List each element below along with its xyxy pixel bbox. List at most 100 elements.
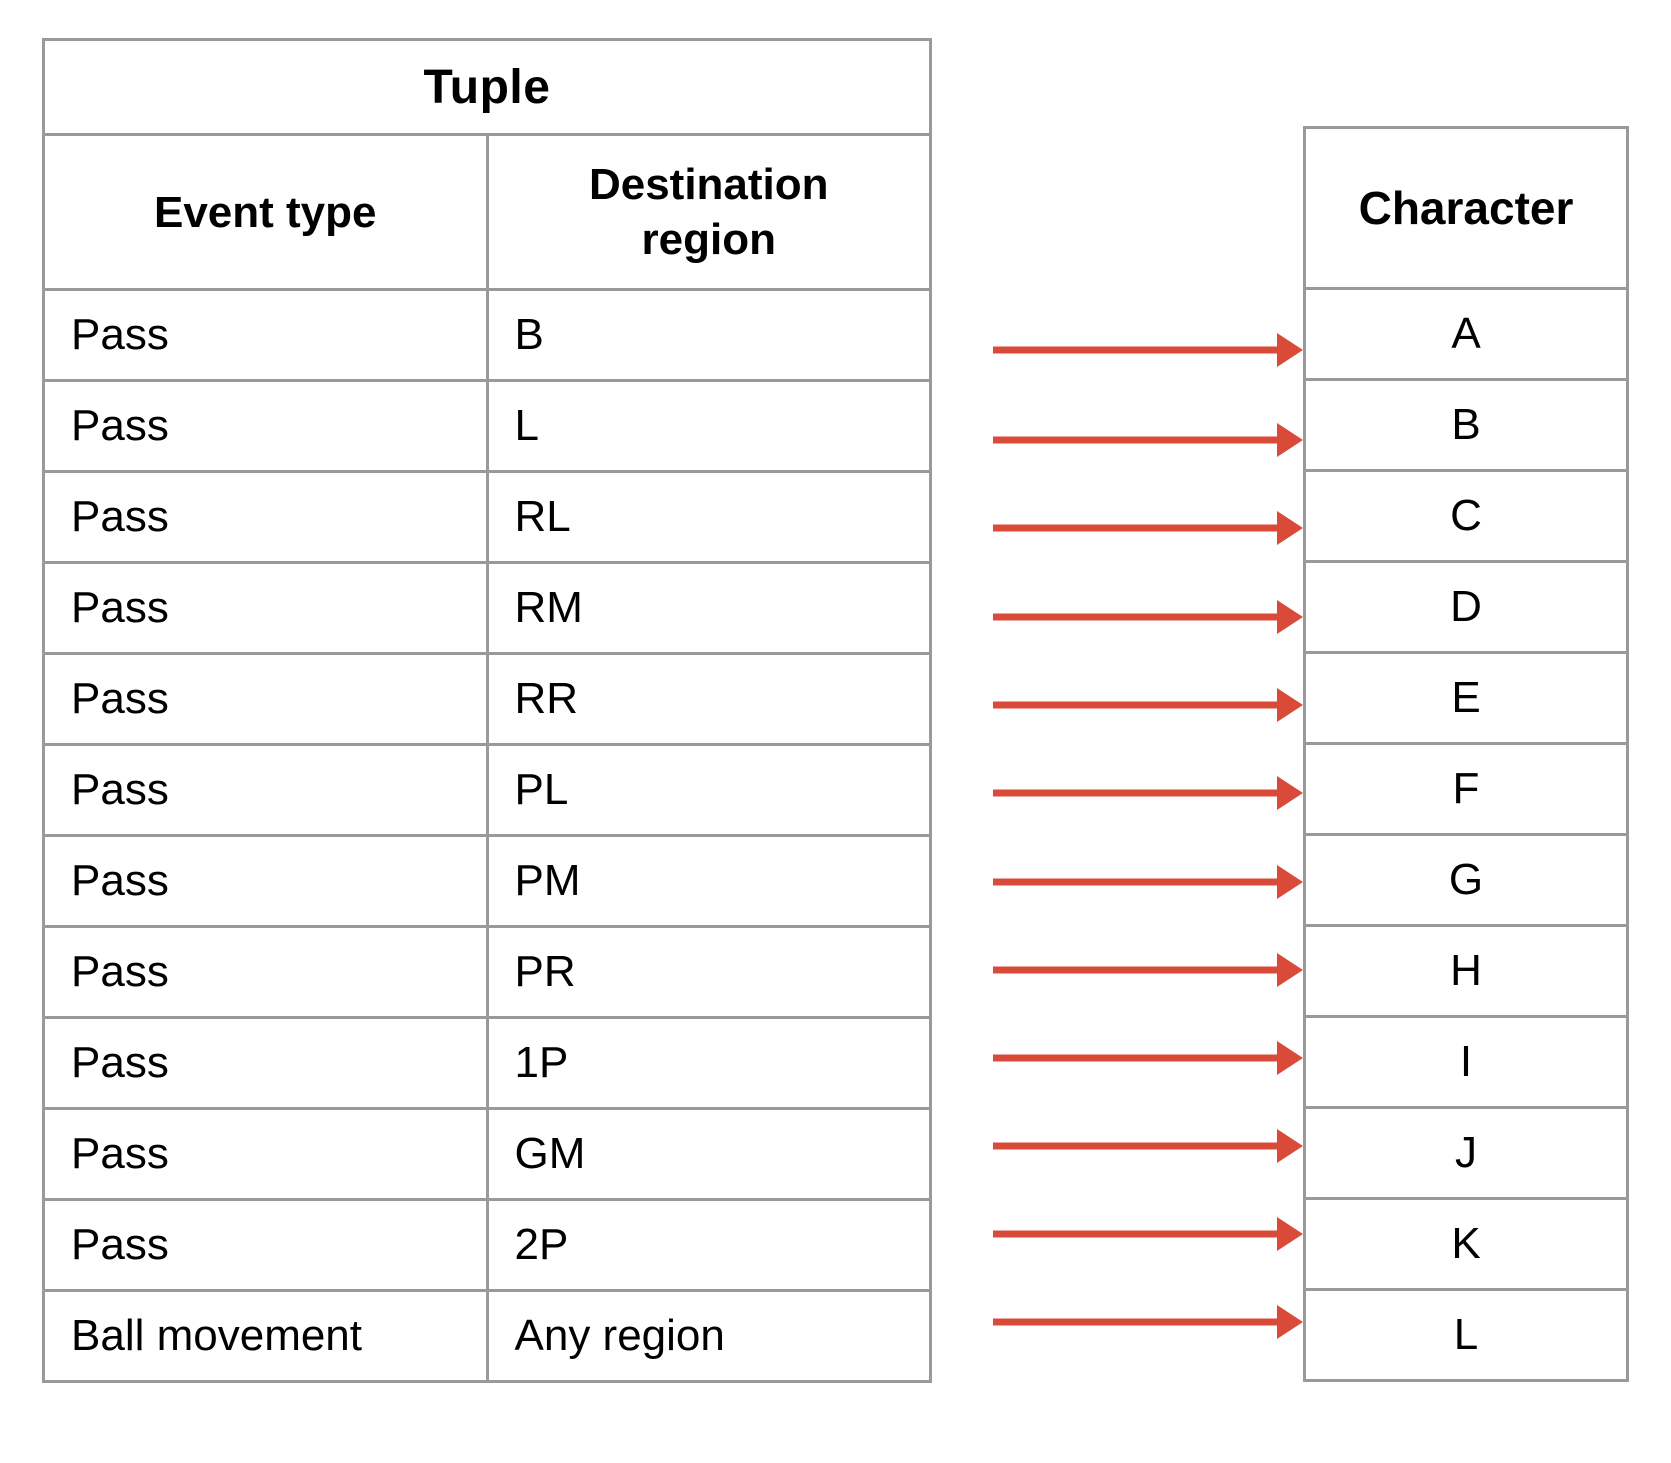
mapping-arrow [993,1217,1303,1251]
mapping-arrow [993,953,1303,987]
arrow-head [1277,333,1303,367]
cell-character: G [1303,833,1629,927]
cell-character: J [1303,1106,1629,1200]
cell-event-type: Pass [42,652,489,746]
cell-destination-region: 1P [485,1016,932,1110]
arrow-head [1277,423,1303,457]
table-row: C [1303,469,1629,563]
tuple-group-header: Tuple [42,38,932,136]
column-header-destination-region: Destination region [485,133,932,291]
mapping-arrow [993,511,1303,545]
tuple-column-header-row: Event type Destination region [42,133,932,291]
mapping-arrow [993,688,1303,722]
cell-destination-region: Any region [485,1289,932,1383]
cell-event-type: Pass [42,743,489,837]
arrow-head [1277,1041,1303,1075]
table-row: E [1303,651,1629,745]
arrow-head [1277,1217,1303,1251]
arrow-head [1277,865,1303,899]
arrow-head [1277,776,1303,810]
cell-destination-region: B [485,288,932,382]
cell-destination-region: RL [485,470,932,564]
arrow-head [1277,953,1303,987]
cell-character: B [1303,378,1629,472]
arrow-head [1277,1129,1303,1163]
destination-region-line-1: Destination [588,160,829,209]
mapping-arrow [993,776,1303,810]
table-row: J [1303,1106,1629,1200]
column-header-event-type: Event type [42,133,489,291]
cell-destination-region: L [485,379,932,473]
tuple-group-header-row: Tuple [42,38,932,136]
table-row: I [1303,1015,1629,1109]
arrow-shaft [993,789,1277,797]
cell-character: I [1303,1015,1629,1109]
mapping-arrow [993,865,1303,899]
arrow-shaft [993,1054,1277,1062]
cell-character: C [1303,469,1629,563]
arrow-shaft [993,966,1277,974]
character-header-row: Character [1303,126,1629,290]
mapping-arrow [993,423,1303,457]
cell-character: L [1303,1288,1629,1382]
cell-event-type: Pass [42,379,489,473]
arrow-head [1277,600,1303,634]
arrow-shaft [993,436,1277,444]
arrow-shaft [993,613,1277,621]
cell-character: H [1303,924,1629,1018]
cell-event-type: Pass [42,834,489,928]
arrow-shaft [993,346,1277,354]
table-row: D [1303,560,1629,654]
cell-event-type: Pass [42,1107,489,1201]
character-table-head: Character [1303,126,1629,290]
table-row: F [1303,742,1629,836]
cell-destination-region: 2P [485,1198,932,1292]
cell-destination-region: PM [485,834,932,928]
table-row: G [1303,833,1629,927]
tuple-table-head: Tuple Event type Destination region [42,38,932,291]
cell-character: A [1303,287,1629,381]
arrow-shaft [993,878,1277,886]
table-row: B [1303,378,1629,472]
cell-character: K [1303,1197,1629,1291]
mapping-arrow [993,1041,1303,1075]
tuple-table: Tuple Event type Destination region Pass… [42,38,932,1383]
mapping-arrow [993,1129,1303,1163]
cell-character: F [1303,742,1629,836]
arrow-shaft [993,524,1277,532]
cell-destination-region: PL [485,743,932,837]
mapping-arrow [993,600,1303,634]
cell-event-type: Pass [42,561,489,655]
cell-destination-region: RR [485,652,932,746]
arrow-head [1277,511,1303,545]
table-row: H [1303,924,1629,1018]
arrow-head [1277,1305,1303,1339]
table-row: L [1303,1288,1629,1382]
cell-event-type: Pass [42,925,489,1019]
cell-event-type: Pass [42,288,489,382]
column-header-character: Character [1303,126,1629,290]
cell-event-type: Pass [42,1016,489,1110]
cell-destination-region: PR [485,925,932,1019]
cell-event-type: Pass [42,470,489,564]
arrow-shaft [993,1230,1277,1238]
cell-event-type: Ball movement [42,1289,489,1383]
arrow-shaft [993,1318,1277,1326]
arrow-shaft [993,1142,1277,1150]
table-row: K [1303,1197,1629,1291]
